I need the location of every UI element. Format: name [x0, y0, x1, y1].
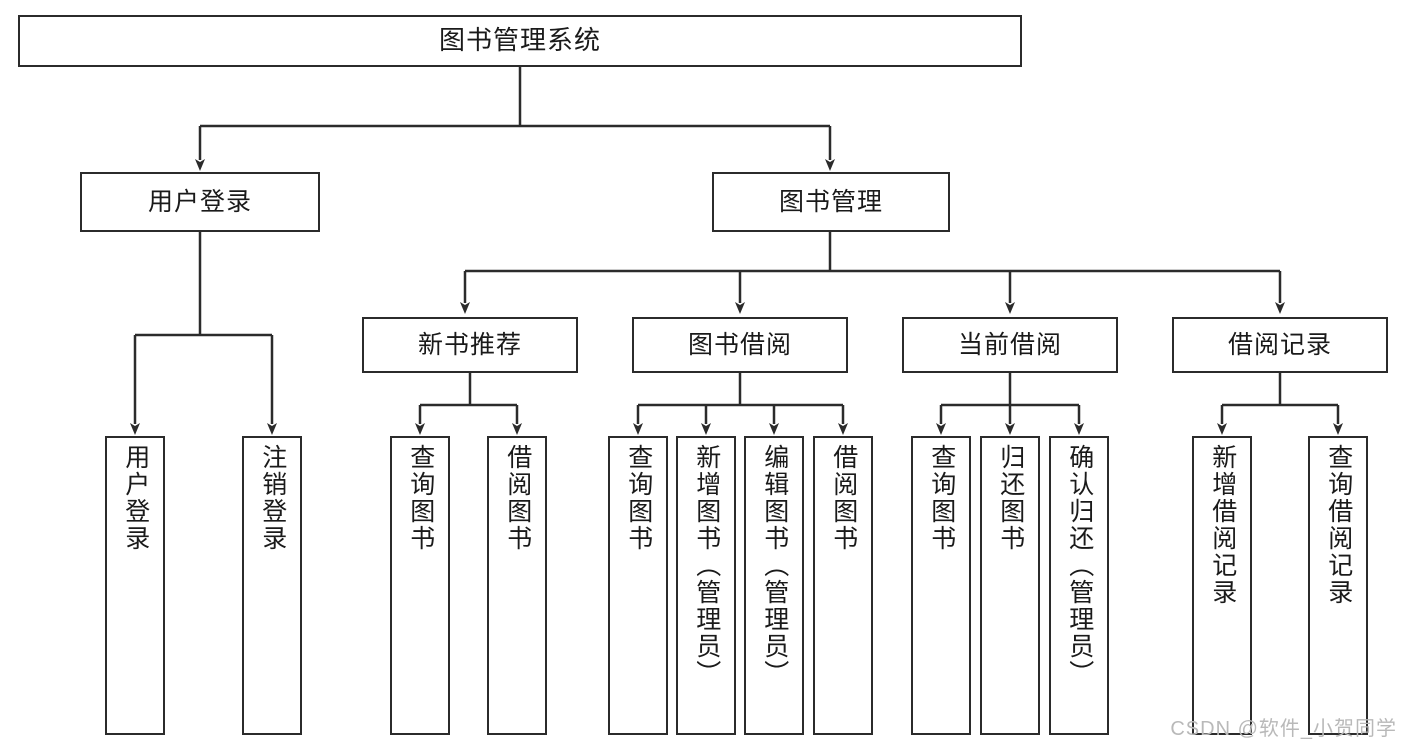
node-borrow-record-label: 借阅记录: [1227, 330, 1332, 359]
node-new-book-recommend[interactable]: 新书推荐: [362, 317, 578, 373]
leaf-return-book-label: 归还图书: [996, 444, 1025, 552]
leaf-query-book-3-label: 查询图书: [927, 444, 956, 552]
leaf-query-book-1[interactable]: 查询图书: [390, 436, 450, 735]
leaf-query-book-1-label: 查询图书: [406, 444, 435, 552]
node-new-book-recommend-label: 新书推荐: [417, 330, 522, 359]
leaf-add-borrow-record-label: 新增借阅记录: [1208, 444, 1237, 606]
node-current-borrow[interactable]: 当前借阅: [902, 317, 1118, 373]
leaf-user-login-label: 用户登录: [121, 444, 150, 552]
node-user-login[interactable]: 用户登录: [80, 172, 320, 232]
leaf-borrow-book-2[interactable]: 借阅图书: [813, 436, 873, 735]
node-current-borrow-label: 当前借阅: [957, 330, 1062, 359]
node-root-label: 图书管理系统: [438, 25, 601, 56]
leaf-borrow-book-1-label: 借阅图书: [503, 444, 532, 552]
leaf-query-book-3[interactable]: 查询图书: [911, 436, 971, 735]
leaf-edit-book-admin-label: 编辑图书（管理员）: [760, 444, 789, 687]
leaf-query-book-2-label: 查询图书: [624, 444, 653, 552]
node-book-borrow-label: 图书借阅: [687, 330, 792, 359]
leaf-borrow-book-2-label: 借阅图书: [829, 444, 858, 552]
leaf-logout-label: 注销登录: [258, 444, 287, 552]
leaf-user-login[interactable]: 用户登录: [105, 436, 165, 735]
leaf-confirm-return-admin-label: 确认归还（管理员）: [1065, 444, 1094, 687]
node-borrow-record[interactable]: 借阅记录: [1172, 317, 1388, 373]
node-root[interactable]: 图书管理系统: [18, 15, 1022, 67]
node-book-management[interactable]: 图书管理: [712, 172, 950, 232]
leaf-query-borrow-record-label: 查询借阅记录: [1324, 444, 1353, 606]
leaf-add-borrow-record[interactable]: 新增借阅记录: [1192, 436, 1252, 735]
leaf-return-book[interactable]: 归还图书: [980, 436, 1040, 735]
leaf-borrow-book-1[interactable]: 借阅图书: [487, 436, 547, 735]
leaf-query-borrow-record[interactable]: 查询借阅记录: [1308, 436, 1368, 735]
node-book-management-label: 图书管理: [778, 187, 883, 216]
leaf-confirm-return-admin[interactable]: 确认归还（管理员）: [1049, 436, 1109, 735]
watermark: CSDN @软件_小贺同学: [1170, 718, 1397, 740]
node-book-borrow[interactable]: 图书借阅: [632, 317, 848, 373]
node-user-login-label: 用户登录: [147, 187, 252, 216]
leaf-logout[interactable]: 注销登录: [242, 436, 302, 735]
leaf-add-book-admin-label: 新增图书（管理员）: [692, 444, 721, 687]
leaf-edit-book-admin[interactable]: 编辑图书（管理员）: [744, 436, 804, 735]
leaf-add-book-admin[interactable]: 新增图书（管理员）: [676, 436, 736, 735]
leaf-query-book-2[interactable]: 查询图书: [608, 436, 668, 735]
